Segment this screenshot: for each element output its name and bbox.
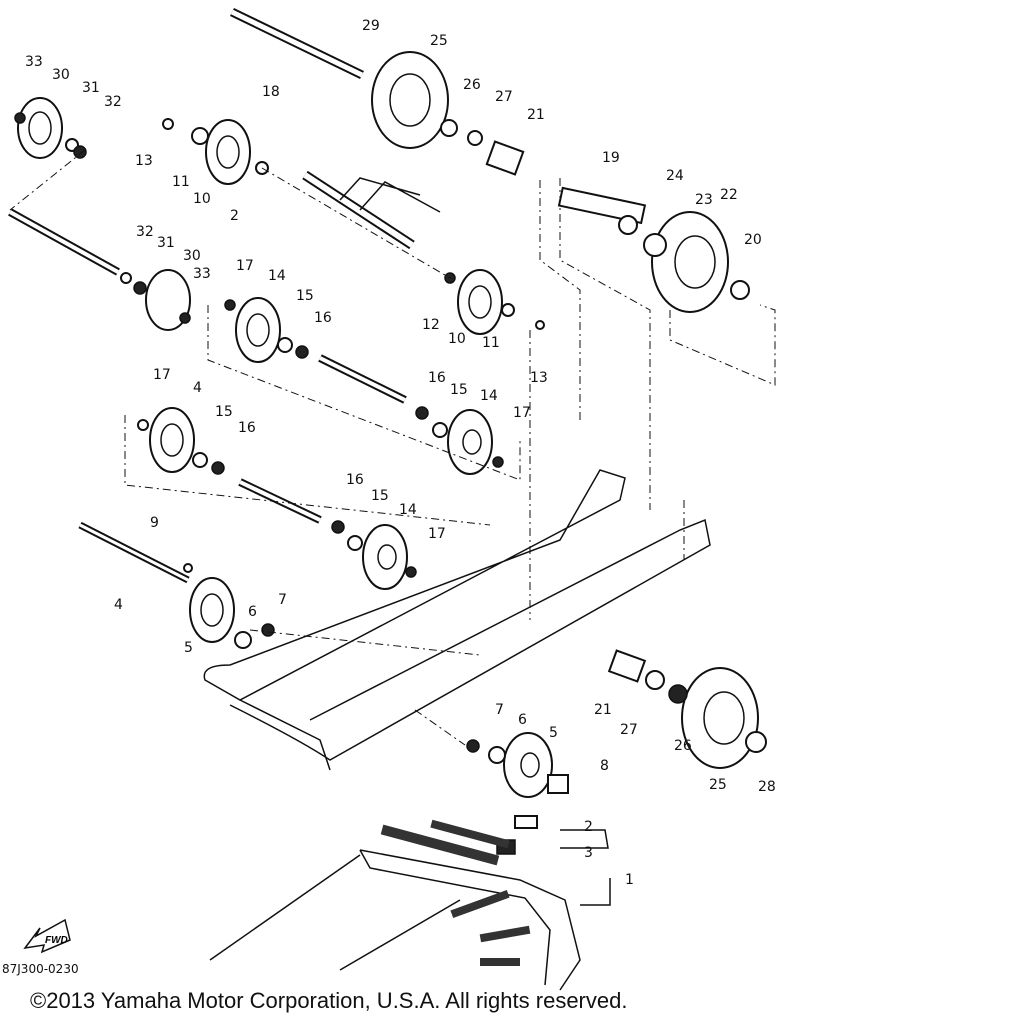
callout-4: 4: [193, 380, 202, 396]
callout-17: 17: [513, 405, 531, 421]
callout-31: 31: [157, 235, 175, 251]
drawing-code: 87J300-0230: [2, 962, 79, 976]
callout-16: 16: [428, 370, 446, 386]
callout-31: 31: [82, 80, 100, 96]
callout-8: 8: [600, 758, 609, 774]
callout-15: 15: [215, 404, 233, 420]
callout-7: 7: [278, 592, 287, 608]
shafts: [8, 7, 647, 683]
callout-20: 20: [744, 232, 762, 248]
callout-14: 14: [480, 388, 498, 404]
callout-13: 13: [135, 153, 153, 169]
callout-13: 13: [530, 370, 548, 386]
slide-rails: [203, 469, 711, 771]
callout-2: 2: [584, 819, 593, 835]
callout-22: 22: [720, 187, 738, 203]
callout-17: 17: [428, 526, 446, 542]
callout-10: 10: [448, 331, 466, 347]
callout-29: 29: [362, 18, 380, 34]
callout-27: 27: [620, 722, 638, 738]
leader-lines: [9, 149, 776, 906]
callout-15: 15: [296, 288, 314, 304]
callout-21: 21: [527, 107, 545, 123]
callout-26: 26: [674, 738, 692, 754]
callout-25: 25: [430, 33, 448, 49]
callout-11: 11: [172, 174, 190, 190]
callout-28: 28: [758, 779, 776, 795]
callout-15: 15: [371, 488, 389, 504]
callout-32: 32: [104, 94, 122, 110]
callout-12: 12: [422, 317, 440, 333]
callout-25: 25: [709, 777, 727, 793]
callout-9: 9: [150, 515, 159, 531]
callout-16: 16: [238, 420, 256, 436]
callout-14: 14: [268, 268, 286, 284]
callout-6: 6: [248, 604, 257, 620]
callout-7: 7: [495, 702, 504, 718]
fwd-label: FWD: [45, 935, 68, 946]
callout-16: 16: [346, 472, 364, 488]
callout-2: 2: [230, 208, 239, 224]
callout-14: 14: [399, 502, 417, 518]
callout-11: 11: [482, 335, 500, 351]
callout-3: 3: [584, 845, 593, 861]
wheels: [17, 51, 759, 798]
callout-33: 33: [25, 54, 43, 70]
callout-18: 18: [262, 84, 280, 100]
callout-4: 4: [114, 597, 123, 613]
callout-30: 30: [52, 67, 70, 83]
callout-10: 10: [193, 191, 211, 207]
callout-5: 5: [549, 725, 558, 741]
callout-17: 17: [153, 367, 171, 383]
callout-21: 21: [594, 702, 612, 718]
callout-17: 17: [236, 258, 254, 274]
callout-24: 24: [666, 168, 684, 184]
callout-16: 16: [314, 310, 332, 326]
track: [209, 819, 581, 991]
callout-1: 1: [625, 872, 634, 888]
callout-6: 6: [518, 712, 527, 728]
callout-5: 5: [184, 640, 193, 656]
fwd-arrow-icon: FWD: [23, 918, 71, 954]
washers: [14, 112, 767, 855]
callout-27: 27: [495, 89, 513, 105]
callout-19: 19: [602, 150, 620, 166]
copyright-notice: ©2013 Yamaha Motor Corporation, U.S.A. A…: [30, 988, 628, 1013]
callout-15: 15: [450, 382, 468, 398]
callout-30: 30: [183, 248, 201, 264]
callout-33: 33: [193, 266, 211, 282]
callout-32: 32: [136, 224, 154, 240]
callout-23: 23: [695, 192, 713, 208]
callout-26: 26: [463, 77, 481, 93]
